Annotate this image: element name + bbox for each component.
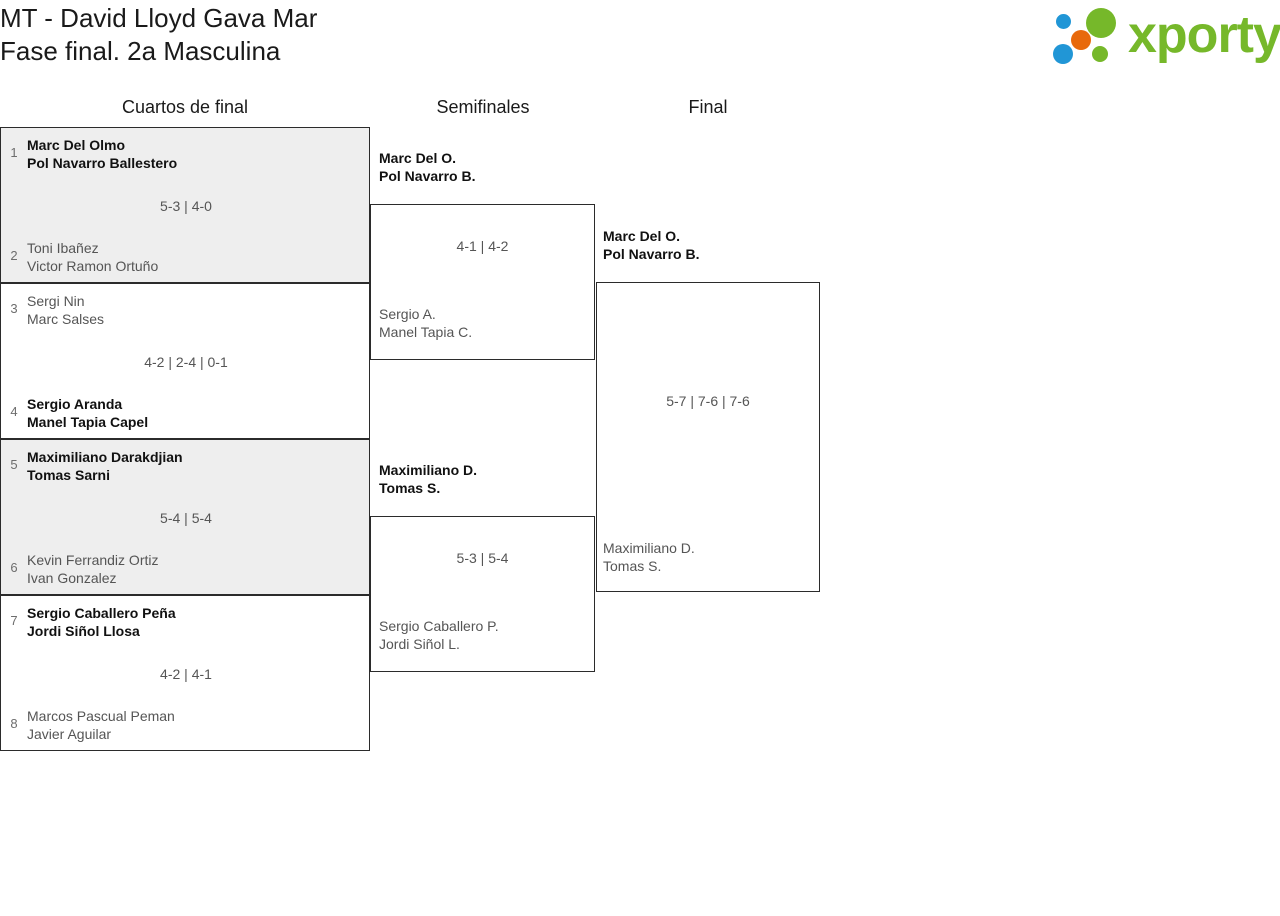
team-top: Marc Del O. Pol Navarro B. [379,149,475,185]
team-top: Sergi Nin Marc Salses [27,292,104,328]
team-bottom: Maximiliano D. Tomas S. [603,539,695,575]
seed-number: 3 [10,301,18,316]
seed-number: 1 [10,145,18,160]
player-name: Tomas Sarni [27,467,110,483]
logo-dot-green-small [1092,46,1108,62]
player-name: Victor Ramon Ortuño [27,258,159,274]
team-top: Maximiliano Darakdjian Tomas Sarni [27,448,183,484]
player-name: Pol Navarro B. [603,246,700,262]
player-name: Manel Tapia Capel [27,414,149,430]
match-quarterfinal-3[interactable]: 5 6 Maximiliano Darakdjian Tomas Sarni 5… [0,439,370,595]
match-final[interactable]: Marc Del O. Pol Navarro B. 5-7 | 7-6 | 7… [596,228,820,592]
player-name: Sergio A. [379,306,436,322]
seed-number: 4 [10,404,18,419]
page-title: MT - David Lloyd Gava Mar Fase final. 2a… [0,2,900,68]
player-name: Marc Del O. [379,150,457,166]
team-top: Maximiliano D. Tomas S. [379,461,477,497]
player-name: Sergio Caballero P. [379,618,499,634]
seed-number: 8 [10,716,18,731]
player-name: Sergio Caballero Peña [27,605,176,621]
match-score: 4-2 | 2-4 | 0-1 [144,354,228,370]
team-top: Sergio Caballero Peña Jordi Siñol Llosa [27,604,176,640]
logo-wordmark: xporty [1128,6,1280,64]
logo-dot-orange [1071,30,1091,50]
team-bottom: Toni Ibañez Victor Ramon Ortuño [27,239,158,275]
logo-dot-blue-top [1056,14,1071,29]
xporty-logo[interactable]: xporty [1052,4,1280,68]
player-name: Pol Navarro B. [379,168,476,184]
team-bottom: Marcos Pascual Peman Javier Aguilar [27,707,175,743]
player-name: Toni Ibañez [27,240,99,256]
match-semifinal-2[interactable]: Maximiliano D. Tomas S. 5-3 | 5-4 Sergio… [370,462,595,672]
player-name: Tomas S. [603,558,662,574]
match-quarterfinal-2[interactable]: 3 4 Sergi Nin Marc Salses 4-2 | 2-4 | 0-… [0,283,370,439]
player-name: Sergio Aranda [27,396,123,412]
player-name: Maximiliano D. [603,540,695,556]
player-name: Marc Salses [27,311,105,327]
tournament-name: MT - David Lloyd Gava Mar [0,3,318,33]
team-bottom: Kevin Ferrandiz Ortiz Ivan Gonzalez [27,551,158,587]
team-bottom: Sergio Caballero P. Jordi Siñol L. [379,617,499,653]
player-name: Maximiliano Darakdjian [27,449,183,465]
team-top: Marc Del Olmo Pol Navarro Ballestero [27,136,177,172]
seed-number: 6 [10,560,18,575]
team-top: Marc Del O. Pol Navarro B. [603,227,699,263]
round-header-semifinals: Semifinales [436,97,530,117]
player-name: Pol Navarro Ballestero [27,155,178,171]
match-score: 5-7 | 7-6 | 7-6 [666,393,750,409]
player-name: Jordi Siñol Llosa [27,623,140,639]
player-name: Jordi Siñol L. [379,636,460,652]
match-quarterfinal-1[interactable]: 1 2 Marc Del Olmo Pol Navarro Ballestero… [0,127,370,283]
team-bottom: Sergio A. Manel Tapia C. [379,305,472,341]
match-score: 5-3 | 5-4 [456,550,509,566]
seed-number: 7 [10,613,18,628]
player-name: Manel Tapia C. [379,324,473,340]
logo-dot-green-large [1086,8,1116,38]
player-name: Kevin Ferrandiz Ortiz [27,552,159,568]
player-name: Sergi Nin [27,293,85,309]
player-name: Maximiliano D. [379,462,478,478]
team-bottom: Sergio Aranda Manel Tapia Capel [27,395,148,431]
player-name: Ivan Gonzalez [27,570,117,586]
logo-dots-icon [1052,6,1130,68]
match-score: 4-2 | 4-1 [160,666,212,682]
player-name: Marc Del Olmo [27,137,126,153]
match-score: 4-1 | 4-2 [456,238,509,254]
round-header-quarterfinals: Cuartos de final [121,97,249,117]
match-score: 5-4 | 5-4 [160,510,212,526]
tournament-phase: Fase final. 2a Masculina [0,36,281,66]
round-header-final: Final [688,97,728,117]
match-semifinal-1[interactable]: Marc Del O. Pol Navarro B. 4-1 | 4-2 Ser… [370,150,595,360]
match-score: 5-3 | 4-0 [160,198,212,214]
player-name: Marcos Pascual Peman [27,708,175,724]
match-quarterfinal-4[interactable]: 7 8 Sergio Caballero Peña Jordi Siñol Ll… [0,595,370,751]
player-name: Marc Del O. [603,228,681,244]
player-name: Javier Aguilar [27,726,112,742]
logo-dot-blue-bottom [1053,44,1073,64]
seed-number: 5 [10,457,18,472]
seed-number: 2 [10,248,18,263]
player-name: Tomas S. [379,480,441,496]
